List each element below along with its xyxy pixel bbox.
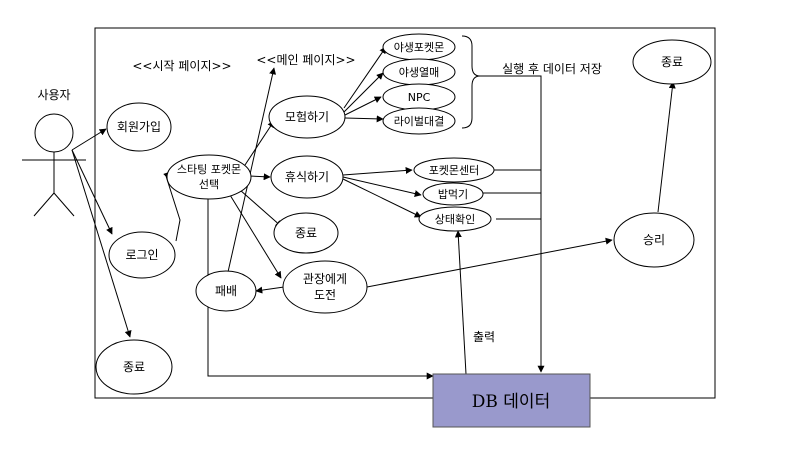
node-victory: 승리: [613, 212, 695, 268]
node-exit-mid: 종료: [273, 212, 339, 254]
node-wild-pokemon: 야생포켓몬: [382, 33, 456, 61]
db-box: DB 데이터: [432, 373, 591, 428]
edge-defeat-mainpage: [227, 67, 277, 273]
main-page-label: <<메인 페이지>>: [256, 53, 355, 67]
node-wild-fruit: 야생열매: [382, 58, 456, 86]
node-rest-label: 휴식하기: [285, 170, 329, 184]
node-adventure: 모험하기: [268, 95, 346, 139]
edge-adv-npc: [344, 96, 382, 116]
system-boundary: [94, 27, 716, 399]
node-npc-label: NPC: [408, 91, 431, 104]
node-rival: 라이벌대결: [382, 107, 456, 135]
edge-rest-center: [342, 166, 413, 176]
node-rival-label: 라이벌대결: [394, 115, 445, 128]
node-status-label: 상태확인: [435, 213, 475, 226]
edge-db-status: [454, 230, 467, 375]
node-exit-left: 종료: [95, 339, 173, 395]
node-gym-label-2: 도전: [314, 288, 336, 302]
node-signup: 회원가입: [106, 102, 172, 152]
edge-actor-signup: [71, 128, 107, 151]
edge-rest-eat: [342, 176, 422, 197]
edge-adv-fruit: [343, 72, 384, 113]
bracket: [461, 35, 481, 129]
node-defeat: 패배: [195, 270, 257, 312]
node-exit-left-label: 종료: [123, 360, 145, 374]
edge-adv-rival: [344, 115, 384, 123]
node-starter: 스타팅 포켓몬 선택: [166, 154, 252, 200]
edge-gym-victory: [366, 237, 613, 288]
node-pokecenter-label: 포켓몬센터: [429, 164, 480, 177]
edges: [71, 35, 676, 380]
node-victory-label: 승리: [643, 233, 665, 247]
node-exit-right: 종료: [632, 39, 712, 85]
edge-actor-exit: [71, 149, 132, 338]
node-signup-label: 회원가입: [117, 120, 161, 134]
edge-victory-exit: [657, 81, 676, 213]
edge-adv-wild: [343, 46, 387, 109]
node-exit-mid-label: 종료: [295, 226, 317, 240]
node-npc: NPC: [382, 83, 456, 111]
edge-starter-gym: [229, 194, 282, 279]
node-starter-label-2: 선택: [199, 178, 219, 191]
output-label: 출력: [473, 330, 495, 344]
node-gym-label-1: 관장에게: [303, 272, 347, 286]
edge-actor-login: [71, 149, 113, 235]
start-page-label: <<시작 페이지>>: [132, 59, 231, 73]
node-gym: 관장에게 도전: [282, 260, 368, 314]
node-login-label: 로그인: [125, 248, 158, 262]
node-starter-label-1: 스타팅 포켓몬: [177, 163, 241, 176]
node-exit-right-label: 종료: [661, 55, 683, 69]
node-login: 로그인: [108, 231, 176, 279]
node-rest: 휴식하기: [270, 155, 344, 199]
after-run-label: 실행 후 데이터 저장: [502, 61, 602, 76]
actor-label: 사용자: [37, 88, 70, 102]
node-wild-pokemon-label: 야생포켓몬: [394, 41, 445, 54]
node-pokecenter: 포켓몬센터: [413, 157, 495, 183]
nodes: 회원가입 로그인 종료 스타팅 포켓몬 선택 모험하기 야생포켓몬 야생열매 N…: [95, 33, 712, 395]
db-label: DB 데이터: [472, 392, 550, 412]
node-adventure-label: 모험하기: [285, 110, 329, 124]
node-eat: 밥먹기: [422, 182, 484, 206]
edge-starter-rest: [248, 173, 271, 181]
edge-gym-defeat: [255, 286, 285, 294]
edge-run-db: [480, 75, 545, 373]
edge-starter-adventure: [244, 120, 275, 166]
node-wild-fruit-label: 야생열매: [399, 66, 439, 79]
node-defeat-label: 패배: [215, 284, 237, 298]
node-status: 상태확인: [418, 206, 492, 232]
edge-rest-status: [342, 178, 422, 218]
node-eat-label: 밥먹기: [438, 188, 468, 201]
edge-starter-db: [207, 197, 434, 380]
edge-starter-exitmid: [239, 189, 283, 228]
